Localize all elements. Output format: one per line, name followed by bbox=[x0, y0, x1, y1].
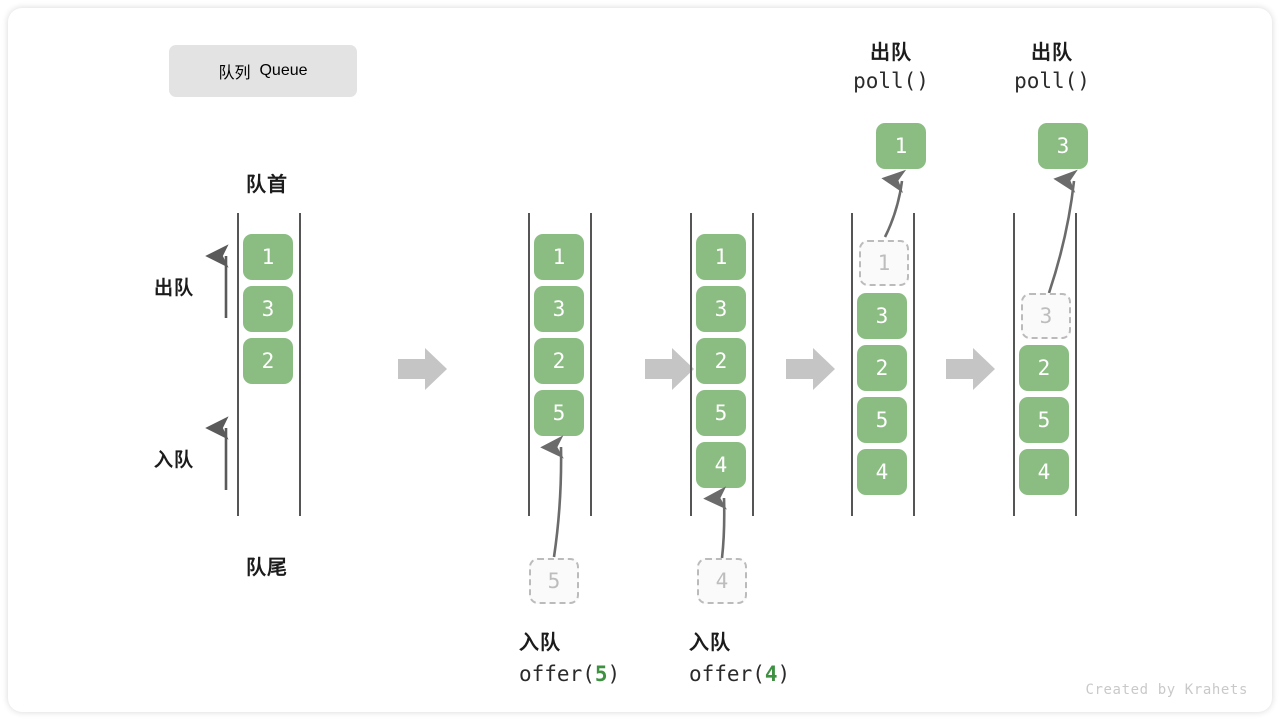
transition-arrow-icon bbox=[645, 348, 694, 390]
incoming-element-ghost: 4 bbox=[697, 558, 747, 604]
poll-flow-arrow-icon bbox=[1047, 169, 1078, 294]
queue-head-label: 队首 bbox=[246, 174, 288, 196]
queue-element: 3 bbox=[857, 293, 907, 339]
poll-3-caption-cn: 出队 bbox=[1031, 42, 1073, 64]
queue-element: 3 bbox=[696, 286, 746, 332]
poll-flow-arrow-icon bbox=[881, 169, 907, 238]
poll-1-caption: 出队 poll() bbox=[851, 40, 931, 96]
transition-arrow-icon bbox=[398, 348, 447, 390]
outgoing-element: 3 bbox=[1038, 123, 1088, 169]
diagram-card: 队列 Queue 队首 队尾 出队 入队 1 3 2 1 3 2 5 5 bbox=[8, 8, 1272, 712]
queue-element: 5 bbox=[857, 397, 907, 443]
transition-arrow-icon bbox=[946, 348, 995, 390]
offer-5-caption-cn: 入队 bbox=[519, 632, 561, 654]
incoming-element-ghost: 5 bbox=[529, 558, 579, 604]
poll-3-caption: 出队 poll() bbox=[1012, 40, 1092, 96]
enqueue-label: 入队 bbox=[154, 450, 195, 471]
watermark: Created by Krahets bbox=[1085, 682, 1248, 698]
rail-right-col1 bbox=[299, 213, 301, 516]
offer-5-caption: 入队 offer(5) bbox=[519, 628, 620, 690]
enqueue-arrow-icon bbox=[205, 416, 229, 490]
queue-element: 2 bbox=[1019, 345, 1069, 391]
rail-right-col2 bbox=[590, 213, 592, 516]
queue-element: 1 bbox=[534, 234, 584, 280]
queue-element: 4 bbox=[1019, 449, 1069, 495]
poll-1-caption-code: poll() bbox=[853, 69, 929, 93]
queue-element: 1 bbox=[243, 234, 293, 280]
diagram-title-pill: 队列 Queue bbox=[169, 45, 357, 97]
enqueue-flow-arrow-icon bbox=[703, 486, 727, 559]
outgoing-element: 1 bbox=[876, 123, 926, 169]
enqueue-flow-arrow-icon bbox=[540, 435, 564, 558]
page-title-en: Queue bbox=[259, 62, 308, 79]
queue-element: 5 bbox=[1019, 397, 1069, 443]
queue-element: 4 bbox=[857, 449, 907, 495]
queue-element-ghost: 3 bbox=[1021, 293, 1071, 339]
offer-4-caption-cn: 入队 bbox=[689, 632, 731, 654]
transition-arrow-icon bbox=[786, 348, 835, 390]
dequeue-label: 出队 bbox=[154, 278, 195, 299]
page-title: 队列 bbox=[218, 65, 251, 82]
queue-element-ghost: 1 bbox=[859, 240, 909, 286]
rail-right-col5 bbox=[1075, 213, 1077, 516]
queue-element: 1 bbox=[696, 234, 746, 280]
queue-element: 2 bbox=[857, 345, 907, 391]
rail-right-col3 bbox=[752, 213, 754, 516]
offer-4-caption-code: offer(4) bbox=[689, 662, 791, 686]
queue-element: 3 bbox=[534, 286, 584, 332]
dequeue-arrow-icon bbox=[205, 244, 229, 318]
rail-left-col4 bbox=[851, 213, 853, 516]
queue-element: 2 bbox=[696, 338, 746, 384]
queue-element: 2 bbox=[243, 338, 293, 384]
rail-right-col4 bbox=[913, 213, 915, 516]
poll-3-caption-code: poll() bbox=[1014, 69, 1090, 93]
offer-5-caption-code: offer(5) bbox=[519, 662, 621, 686]
rail-left-col5 bbox=[1013, 213, 1015, 516]
rail-left-col3 bbox=[690, 213, 692, 516]
queue-element: 3 bbox=[243, 286, 293, 332]
rail-left-col1 bbox=[237, 213, 239, 516]
queue-element: 2 bbox=[534, 338, 584, 384]
queue-element: 5 bbox=[696, 390, 746, 436]
queue-element: 5 bbox=[534, 390, 584, 436]
queue-tail-label: 队尾 bbox=[246, 557, 288, 579]
queue-element: 4 bbox=[696, 442, 746, 488]
rail-left-col2 bbox=[528, 213, 530, 516]
offer-4-caption: 入队 offer(4) bbox=[689, 628, 790, 690]
poll-1-caption-cn: 出队 bbox=[870, 42, 912, 64]
